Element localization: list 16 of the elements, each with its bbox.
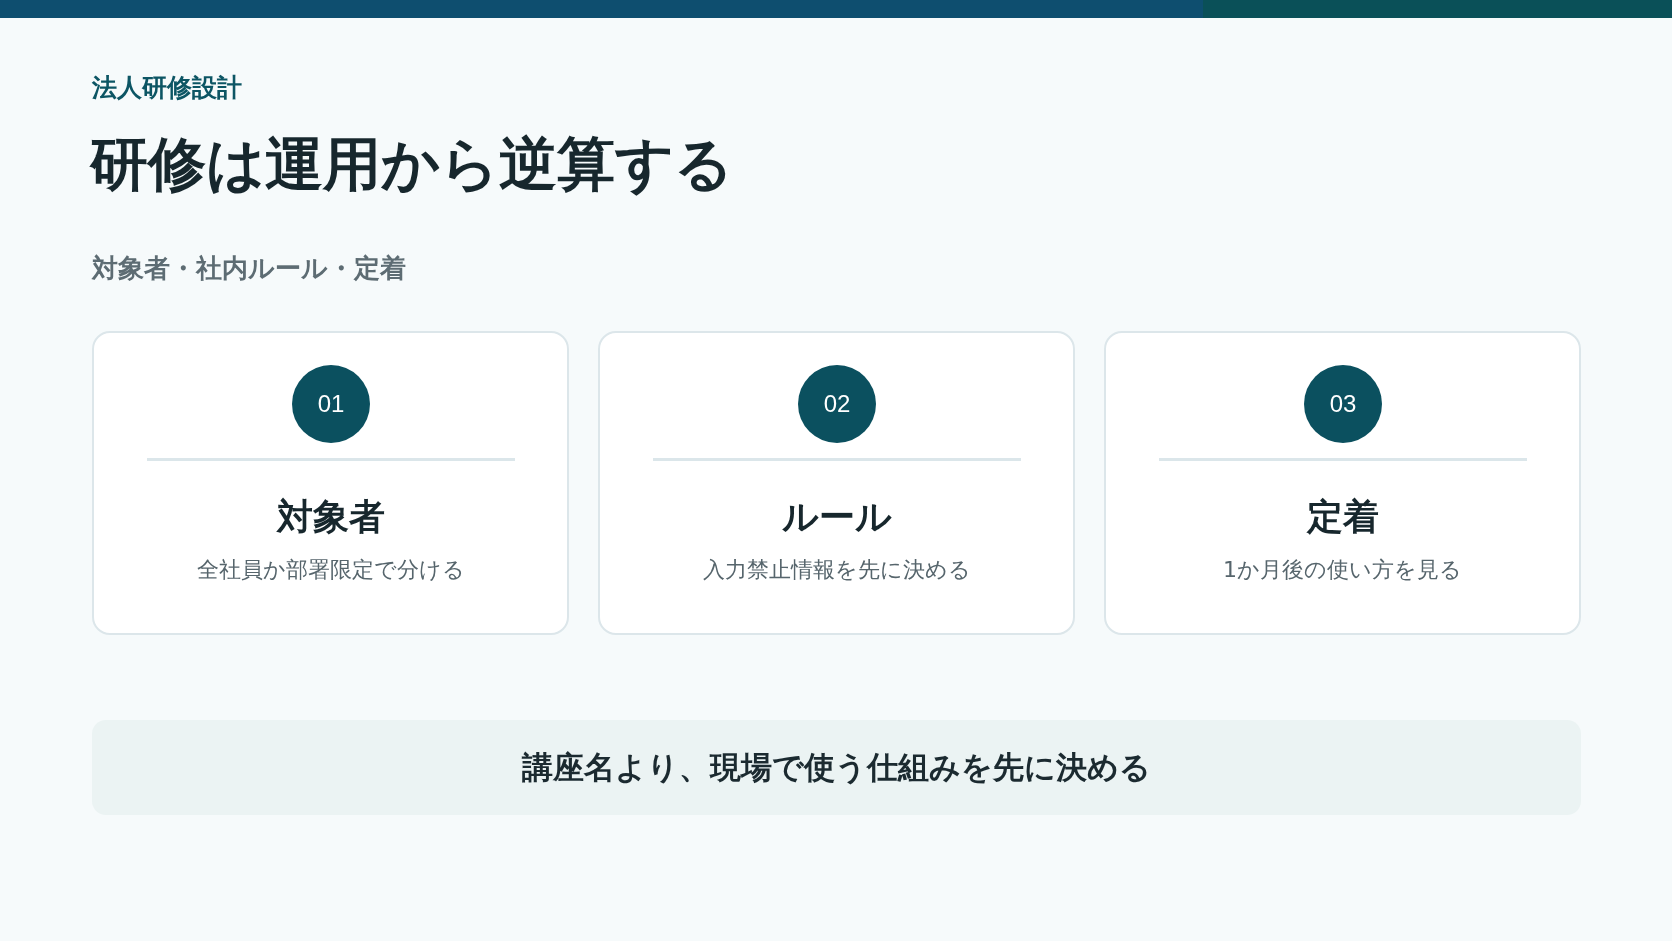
number-badge: 01 <box>292 365 370 443</box>
card-description: 全社員か部署限定で分ける <box>195 556 466 584</box>
card <box>1104 331 1581 635</box>
summary-banner: 講座名より、現場で使う仕組みを先に決める <box>92 720 1581 815</box>
card-description: 1か月後の使い方を見る <box>1222 556 1463 584</box>
number-badge: 02 <box>798 365 876 443</box>
subtitle: 対象者・社内ルール・定着 <box>92 252 406 285</box>
card <box>598 331 1075 635</box>
card-description: 入力禁止情報を先に決める <box>701 556 972 584</box>
eyebrow-text: 法人研修設計 <box>92 72 242 104</box>
card <box>92 331 569 635</box>
card-title: 定着 <box>1305 495 1380 539</box>
card-title: ルール <box>780 495 893 539</box>
card-title: 対象者 <box>275 495 386 539</box>
page-title: 研修は運用から逆算する <box>90 129 733 200</box>
number-badge: 03 <box>1304 365 1382 443</box>
